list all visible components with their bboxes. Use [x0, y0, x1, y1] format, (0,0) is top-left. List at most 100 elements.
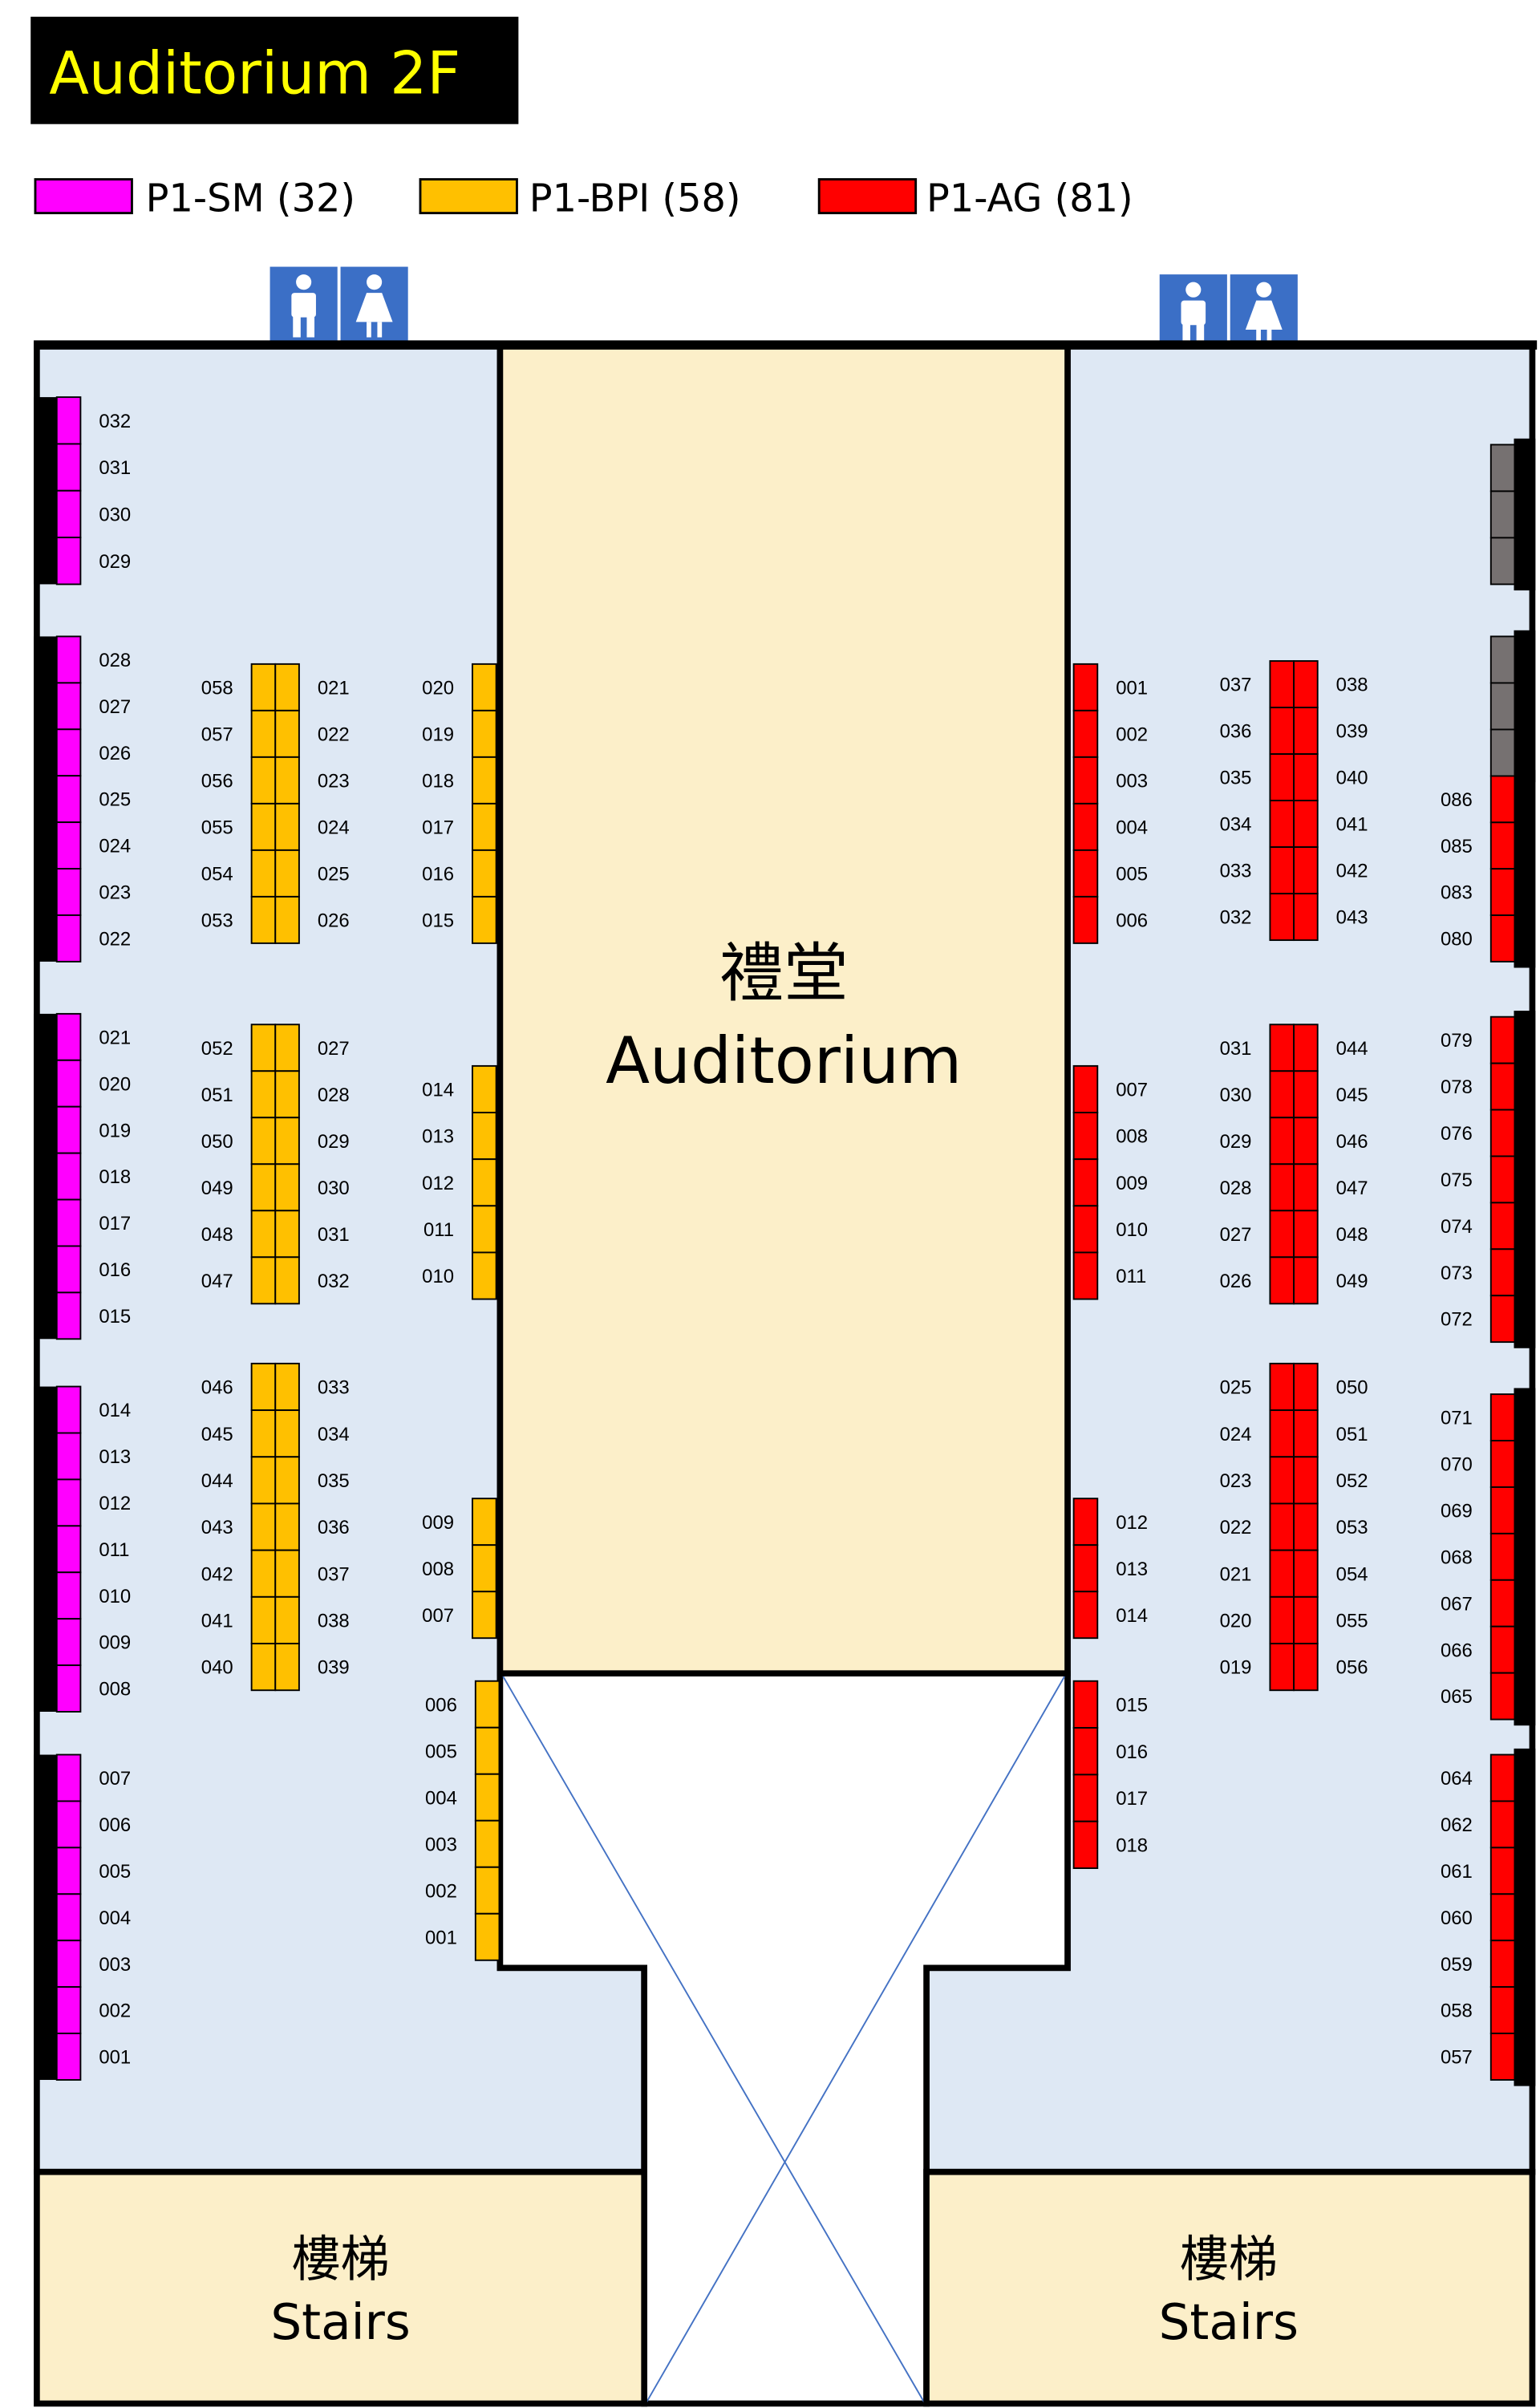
seat[interactable] [474, 1866, 500, 1915]
seat[interactable] [1072, 1820, 1099, 1870]
seat[interactable] [472, 1251, 497, 1300]
seat[interactable] [55, 1478, 82, 1527]
seat[interactable] [1489, 1532, 1516, 1581]
seat[interactable] [274, 1643, 300, 1692]
seat[interactable] [274, 895, 300, 944]
seat[interactable] [1293, 1502, 1319, 1551]
seat[interactable] [1489, 868, 1516, 916]
seat[interactable] [1489, 682, 1516, 731]
seat[interactable] [250, 1643, 277, 1692]
seat[interactable] [250, 1409, 277, 1458]
seat[interactable] [250, 1456, 277, 1505]
seat[interactable] [1489, 1800, 1516, 1849]
seat[interactable] [55, 1664, 82, 1713]
seat[interactable] [1293, 1256, 1319, 1305]
seat[interactable] [250, 1502, 277, 1551]
seat[interactable] [250, 849, 277, 898]
seat[interactable] [1072, 709, 1099, 758]
seat[interactable] [1489, 1893, 1516, 1942]
seat[interactable] [1072, 1064, 1099, 1113]
seat[interactable] [474, 1773, 500, 1822]
seat[interactable] [1489, 537, 1516, 586]
seat[interactable] [1489, 1109, 1516, 1157]
seat[interactable] [250, 1117, 277, 1165]
seat[interactable] [250, 1210, 277, 1259]
seat[interactable] [55, 1893, 82, 1942]
seat[interactable] [474, 1680, 500, 1729]
seat[interactable] [274, 1595, 300, 1644]
seat[interactable] [55, 1385, 82, 1434]
seat[interactable] [274, 1070, 300, 1119]
seat[interactable] [1269, 1070, 1295, 1119]
seat[interactable] [55, 2033, 82, 2081]
seat[interactable] [55, 775, 82, 824]
seat[interactable] [55, 1012, 82, 1061]
seat[interactable] [472, 663, 497, 711]
seat[interactable] [55, 1847, 82, 1895]
seat[interactable] [1293, 1595, 1319, 1644]
seat[interactable] [1489, 1753, 1516, 1802]
seat[interactable] [250, 1549, 277, 1598]
seat[interactable] [274, 849, 300, 898]
seat[interactable] [274, 663, 300, 711]
seat[interactable] [472, 849, 497, 898]
seat[interactable] [1072, 1251, 1099, 1300]
seat[interactable] [1489, 2033, 1516, 2081]
seat[interactable] [1269, 1409, 1295, 1458]
seat[interactable] [55, 1432, 82, 1481]
seat[interactable] [1489, 1440, 1516, 1488]
seat[interactable] [1489, 1248, 1516, 1297]
seat[interactable] [472, 709, 497, 758]
seat[interactable] [274, 709, 300, 758]
seat[interactable] [1072, 1498, 1099, 1547]
seat[interactable] [1269, 800, 1295, 849]
seat[interactable] [472, 756, 497, 805]
seat[interactable] [1293, 893, 1319, 942]
seat[interactable] [1269, 660, 1295, 708]
seat[interactable] [55, 396, 82, 445]
seat[interactable] [1269, 846, 1295, 895]
seat[interactable] [1489, 1486, 1516, 1534]
seat[interactable] [1269, 1643, 1295, 1692]
seat[interactable] [274, 1456, 300, 1505]
seat[interactable] [1489, 444, 1516, 493]
seat[interactable] [1293, 1024, 1319, 1072]
seat[interactable] [274, 1362, 300, 1412]
seat[interactable] [1072, 1205, 1099, 1254]
seat[interactable] [55, 1291, 82, 1340]
seat[interactable] [250, 802, 277, 851]
seat[interactable] [55, 1198, 82, 1247]
seat[interactable] [55, 443, 82, 492]
seat[interactable] [1269, 1163, 1295, 1212]
seat[interactable] [250, 1362, 277, 1412]
seat[interactable] [1293, 1549, 1319, 1598]
seat[interactable] [1489, 1155, 1516, 1204]
seat[interactable] [55, 1940, 82, 1988]
seat[interactable] [1269, 1256, 1295, 1305]
seat[interactable] [55, 1105, 82, 1154]
seat[interactable] [1489, 1940, 1516, 1988]
seat[interactable] [1269, 1024, 1295, 1072]
seat[interactable] [274, 1163, 300, 1212]
seat[interactable] [1269, 753, 1295, 802]
seat[interactable] [472, 1158, 497, 1207]
seat[interactable] [274, 1549, 300, 1598]
seat[interactable] [1489, 1625, 1516, 1674]
seat[interactable] [1489, 1847, 1516, 1895]
seat[interactable] [1293, 846, 1319, 895]
seat[interactable] [474, 1819, 500, 1868]
seat[interactable] [250, 1595, 277, 1644]
seat[interactable] [55, 489, 82, 539]
seat[interactable] [1489, 1062, 1516, 1111]
seat[interactable] [1293, 707, 1319, 756]
seat[interactable] [1269, 1117, 1295, 1165]
seat[interactable] [472, 1064, 497, 1113]
seat[interactable] [472, 802, 497, 851]
seat[interactable] [250, 1070, 277, 1119]
seat[interactable] [250, 709, 277, 758]
seat[interactable] [1293, 1163, 1319, 1212]
seat[interactable] [1072, 849, 1099, 898]
seat[interactable] [1293, 1409, 1319, 1458]
seat[interactable] [1269, 1502, 1295, 1551]
seat[interactable] [250, 1024, 277, 1072]
